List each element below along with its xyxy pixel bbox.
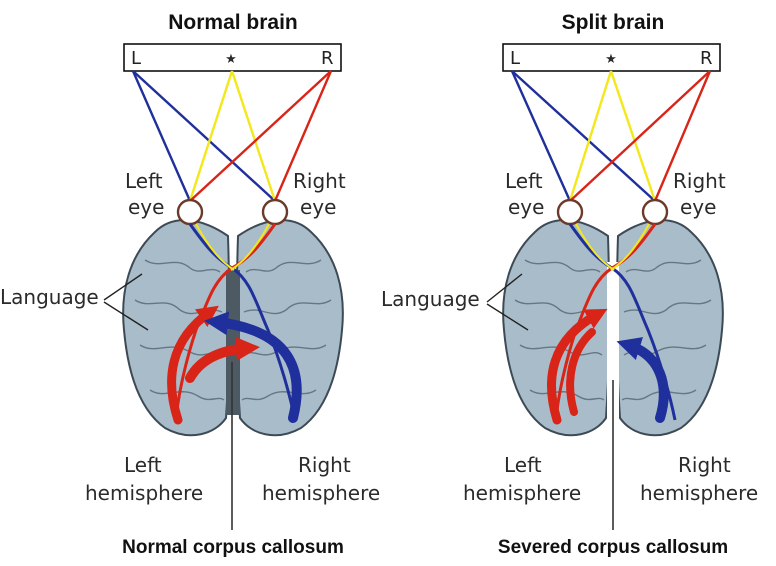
visual-field-box	[502, 43, 721, 72]
panel-normal-brain: Normal brain L R ★	[0, 11, 380, 558]
language-label: Language	[0, 285, 99, 309]
left-eye	[556, 198, 584, 226]
left-hemisphere-label: Left	[504, 453, 542, 477]
right-hemisphere-label-2: hemisphere	[262, 481, 380, 505]
transfer-arrows	[547, 308, 669, 425]
right-hemisphere-arrow	[616, 337, 669, 423]
transfer-arrows	[167, 305, 302, 425]
panel-title: Split brain	[562, 11, 665, 34]
left-eye-label: Left	[125, 169, 163, 193]
callosal-transfer-red-arrow	[185, 336, 260, 383]
right-eye	[641, 198, 669, 226]
callosal-transfer-blue-arrow	[204, 311, 302, 423]
right-eye-label-2: eye	[680, 195, 716, 219]
panel-title: Normal brain	[168, 11, 298, 34]
language-pointer	[103, 273, 149, 331]
left-eye-label-2: eye	[128, 195, 164, 219]
brain	[502, 219, 724, 437]
right-eye-label: Right	[673, 169, 726, 193]
right-hemisphere-label: Right	[678, 453, 731, 477]
right-eye	[261, 198, 289, 226]
left-hemisphere-arrow-inner	[566, 328, 596, 416]
right-hemisphere-label-2: hemisphere	[640, 481, 758, 505]
star-icon: ★	[605, 52, 617, 67]
left-eye-label-2: eye	[508, 195, 544, 219]
left-eye-label: Left	[505, 169, 543, 193]
visual-field-box	[123, 43, 342, 72]
panel-caption: Severed corpus callosum	[498, 537, 728, 558]
right-eye-label-2: eye	[300, 195, 336, 219]
field-left-label: L	[510, 48, 520, 69]
panel-split-brain: Split brain L R ★	[381, 11, 758, 558]
left-hemisphere-arrow	[167, 305, 219, 425]
left-hemisphere-label-2: hemisphere	[463, 481, 581, 505]
left-eye	[176, 198, 204, 226]
optic-pathways	[174, 198, 297, 421]
corpus-callosum	[607, 262, 619, 422]
visual-field-rays	[510, 70, 712, 202]
left-hemisphere-label: Left	[124, 453, 162, 477]
right-eye-label: Right	[293, 169, 346, 193]
star-icon: ★	[225, 52, 237, 67]
panel-caption: Normal corpus callosum	[122, 537, 344, 558]
corpus-callosum	[226, 270, 240, 415]
language-label: Language	[381, 287, 480, 311]
right-hemisphere-label: Right	[298, 453, 351, 477]
visual-field-rays	[131, 70, 333, 202]
language-pointer	[486, 273, 529, 331]
field-right-label: R	[321, 48, 334, 69]
field-left-label: L	[131, 48, 141, 69]
left-hemisphere-label-2: hemisphere	[85, 481, 203, 505]
brain	[122, 219, 344, 437]
left-hemisphere-arrow	[547, 308, 608, 425]
field-right-label: R	[700, 48, 713, 69]
